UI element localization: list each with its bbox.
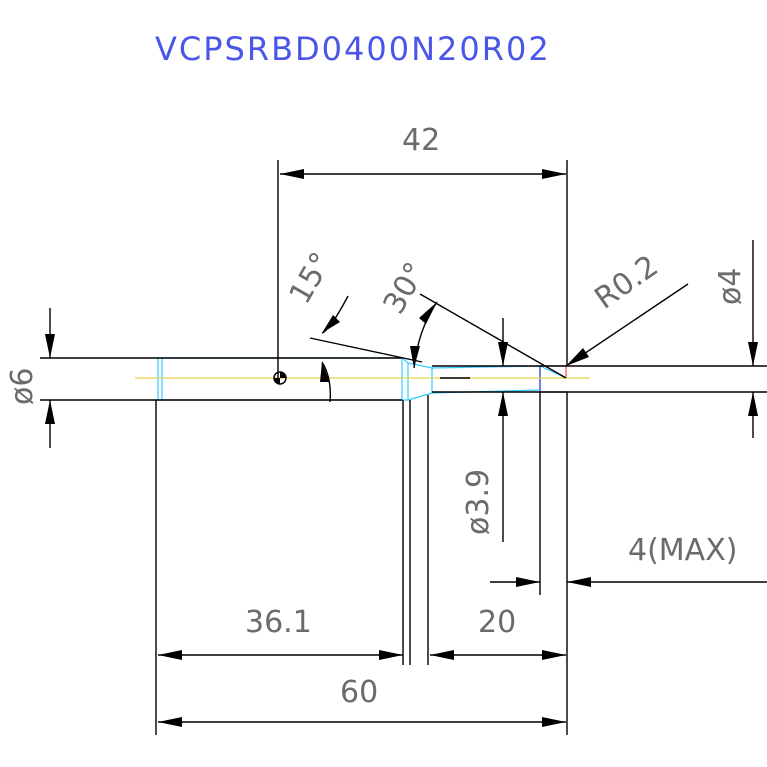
dim-4-max: 4(MAX) [490, 533, 767, 587]
dim-dia-4-label: ø4 [713, 268, 748, 305]
angle-15-label: 15° [283, 246, 340, 310]
outline-lines [40, 160, 767, 735]
reference-point [273, 371, 287, 385]
dim-r-0-2-label: R0.2 [589, 249, 665, 317]
dim-36-1: 36.1 [158, 605, 403, 660]
dim-4-max-label: 4(MAX) [628, 533, 737, 568]
dim-42: 42 [280, 123, 566, 179]
dim-42-label: 42 [402, 123, 440, 158]
dim-20-label: 20 [478, 605, 516, 640]
dim-60: 60 [158, 675, 566, 727]
dim-r-0-2: R0.2 [565, 249, 689, 367]
dim-60-label: 60 [340, 675, 378, 710]
tool-body [157, 357, 567, 401]
dim-20: 20 [430, 605, 566, 660]
drawing-title: VCPSRBD0400N20R02 [155, 30, 551, 68]
dim-dia-3-9: ø3.9 [461, 318, 508, 542]
dim-36-1-label: 36.1 [245, 605, 312, 640]
dim-dia-4: ø4 [713, 240, 758, 438]
angle-30-label: 30° [377, 256, 434, 320]
dim-dia-6-label: ø6 [5, 368, 40, 405]
dim-dia-3-9-label: ø3.9 [461, 469, 496, 535]
dim-dia-6: ø6 [5, 308, 55, 448]
